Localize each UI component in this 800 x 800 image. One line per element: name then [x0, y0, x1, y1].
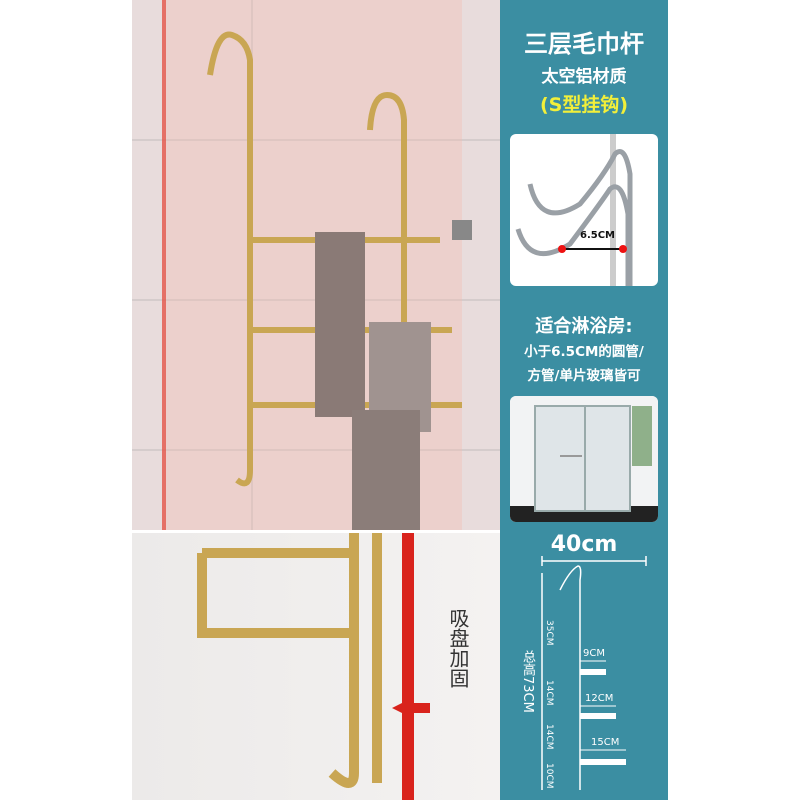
product-title: 三层毛巾杆: [524, 30, 644, 58]
s-hook-icon: [515, 134, 633, 286]
shower-room-illustration: [510, 396, 658, 522]
product-photo-detail: 吸盘加固: [132, 533, 500, 800]
suction-detail-illustration: [197, 533, 430, 800]
hook-type-text: (S型挂钩): [539, 94, 629, 116]
hook-image-card: 6.5CM: [510, 134, 658, 286]
bar-length-label: 15CM: [591, 737, 620, 748]
suitability-line-1: 小于6.5CM的圆管/: [524, 344, 644, 360]
segment-label: 14CM: [544, 680, 554, 706]
total-height-label: 总高73CM: [520, 650, 535, 713]
hook-gap-label: 6.5CM: [580, 230, 616, 241]
dimension-diagram: [541, 556, 647, 790]
width-label: 40cm: [550, 532, 618, 557]
segment-label: 14CM: [544, 724, 554, 750]
towel-rack-illustration: [132, 0, 500, 530]
bar-length-label: 12CM: [585, 693, 614, 704]
suitability-title: 适合淋浴房:: [535, 316, 633, 337]
suitability-line-2: 方管/单片玻璃皆可: [527, 368, 641, 384]
segment-label: 35CM: [544, 620, 554, 646]
shower-room-image: [510, 396, 658, 522]
info-panel: 三层毛巾杆 太空铝材质 (S型挂钩) 6.5CM 适合淋浴房: 小于6.5CM的…: [500, 0, 668, 800]
material-text: 太空铝材质: [541, 67, 627, 87]
product-photo-main: [132, 0, 500, 530]
suction-label: 吸盘加固: [446, 608, 470, 688]
segment-label: 10CM: [544, 763, 554, 789]
bar-length-label: 9CM: [583, 648, 605, 659]
